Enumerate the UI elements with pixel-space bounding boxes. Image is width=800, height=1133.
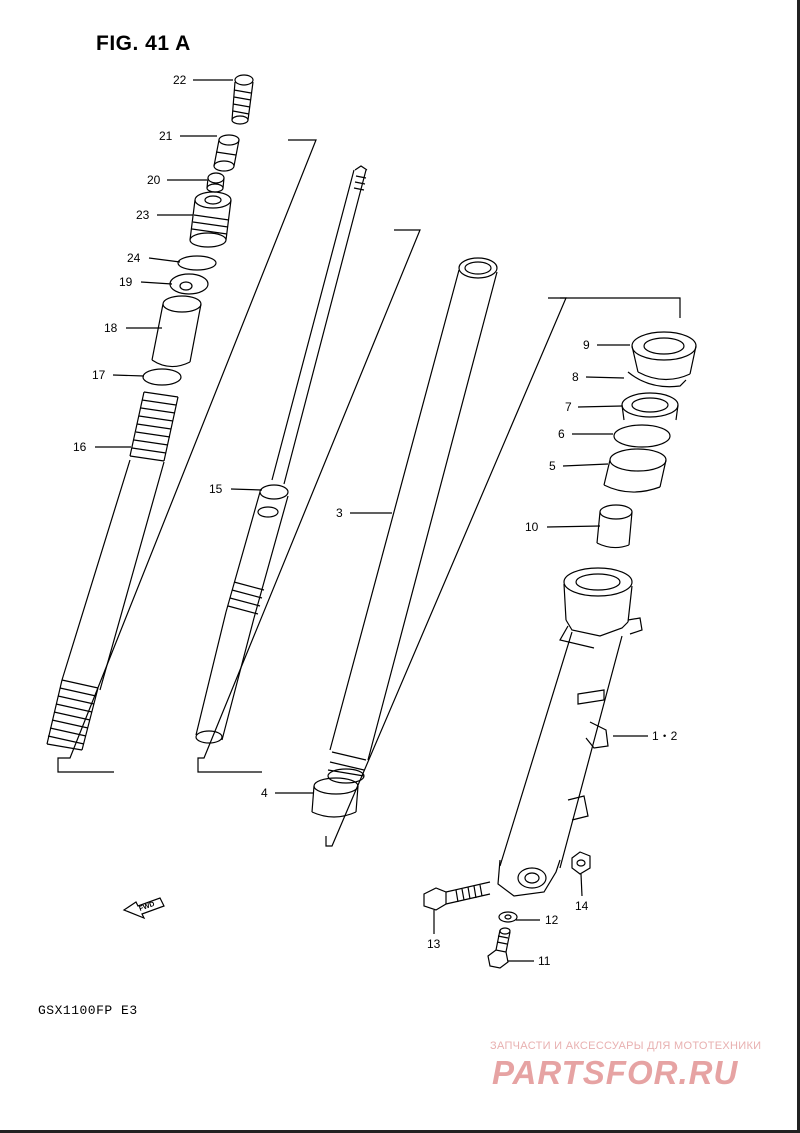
part-10-cylinder xyxy=(596,504,633,549)
callout-18: 18 xyxy=(104,321,118,335)
part-7-oil-seal xyxy=(621,392,679,421)
scan-border-bottom xyxy=(0,1130,800,1133)
callout-9: 9 xyxy=(583,338,590,352)
callout-11: 11 xyxy=(538,954,551,968)
callout-16: 16 xyxy=(73,440,87,454)
leader-17 xyxy=(112,374,145,377)
group-bracket-tube xyxy=(325,297,567,847)
part-19-washer xyxy=(169,273,209,295)
callout-15: 15 xyxy=(209,482,223,496)
part-23-cap xyxy=(189,191,232,248)
callout-3: 3 xyxy=(336,506,343,520)
callout-14: 14 xyxy=(575,899,589,913)
part-22-bolt xyxy=(231,74,254,125)
callout-19: 19 xyxy=(119,275,133,289)
callout-5: 5 xyxy=(549,459,556,473)
callout-7: 7 xyxy=(565,400,572,414)
part-12-washer xyxy=(498,911,518,923)
callout-8: 8 xyxy=(572,370,579,384)
part-16-spring xyxy=(46,391,179,751)
leader-5 xyxy=(562,463,609,467)
callout-22: 22 xyxy=(173,73,187,87)
part-5-bushing xyxy=(603,448,667,493)
callout-13: 13 xyxy=(427,937,441,951)
part-11-screw xyxy=(487,927,511,969)
part-3-inner-tube xyxy=(327,257,498,784)
group-bracket-rod xyxy=(197,229,421,773)
callout-6: 6 xyxy=(558,427,565,441)
part-4-bushing xyxy=(311,777,359,818)
figure-title: FIG. 41 A xyxy=(96,32,191,55)
leader-24 xyxy=(148,257,181,263)
part-18-spacer xyxy=(151,295,202,368)
part-24-oring xyxy=(177,255,217,271)
leader-19 xyxy=(140,281,173,285)
part-17-seat xyxy=(142,368,182,386)
leader-14 xyxy=(580,873,583,897)
part-14-nut xyxy=(571,851,591,875)
group-bracket-spring xyxy=(57,139,317,773)
callout-10: 10 xyxy=(525,520,539,534)
callout-21: 21 xyxy=(159,129,173,143)
leader-8 xyxy=(585,376,625,379)
callout-1-2: 1・2 xyxy=(652,729,678,743)
watermark-logo: PARTSFOR.RU xyxy=(492,1054,739,1091)
callout-17: 17 xyxy=(92,368,106,382)
leader-7 xyxy=(577,405,623,408)
part-9-dust-seal xyxy=(631,331,697,381)
part-1-2-outer-tube xyxy=(497,567,643,897)
callout-24: 24 xyxy=(127,251,141,265)
scan-border-right xyxy=(797,0,800,1133)
part-13-bolt xyxy=(423,881,491,911)
callout-20: 20 xyxy=(147,173,161,187)
group-bracket-outer xyxy=(560,297,681,318)
fwd-arrow-icon xyxy=(122,897,165,920)
watermark-tagline: ЗАПЧАСТИ И АКСЕССУАРЫ ДЛЯ МОТОТЕХНИКИ xyxy=(490,1040,762,1052)
part-15-rod xyxy=(195,165,368,744)
part-8-clip xyxy=(627,371,687,388)
part-20-nut xyxy=(206,172,225,193)
callout-23: 23 xyxy=(136,208,150,222)
part-6-washer xyxy=(613,424,671,448)
callout-12: 12 xyxy=(545,913,559,927)
model-code: GSX1100FP E3 xyxy=(38,1003,138,1018)
leader-15 xyxy=(230,488,263,491)
part-21-tube xyxy=(213,134,240,172)
callout-4: 4 xyxy=(261,786,268,800)
leader-10 xyxy=(546,525,601,528)
